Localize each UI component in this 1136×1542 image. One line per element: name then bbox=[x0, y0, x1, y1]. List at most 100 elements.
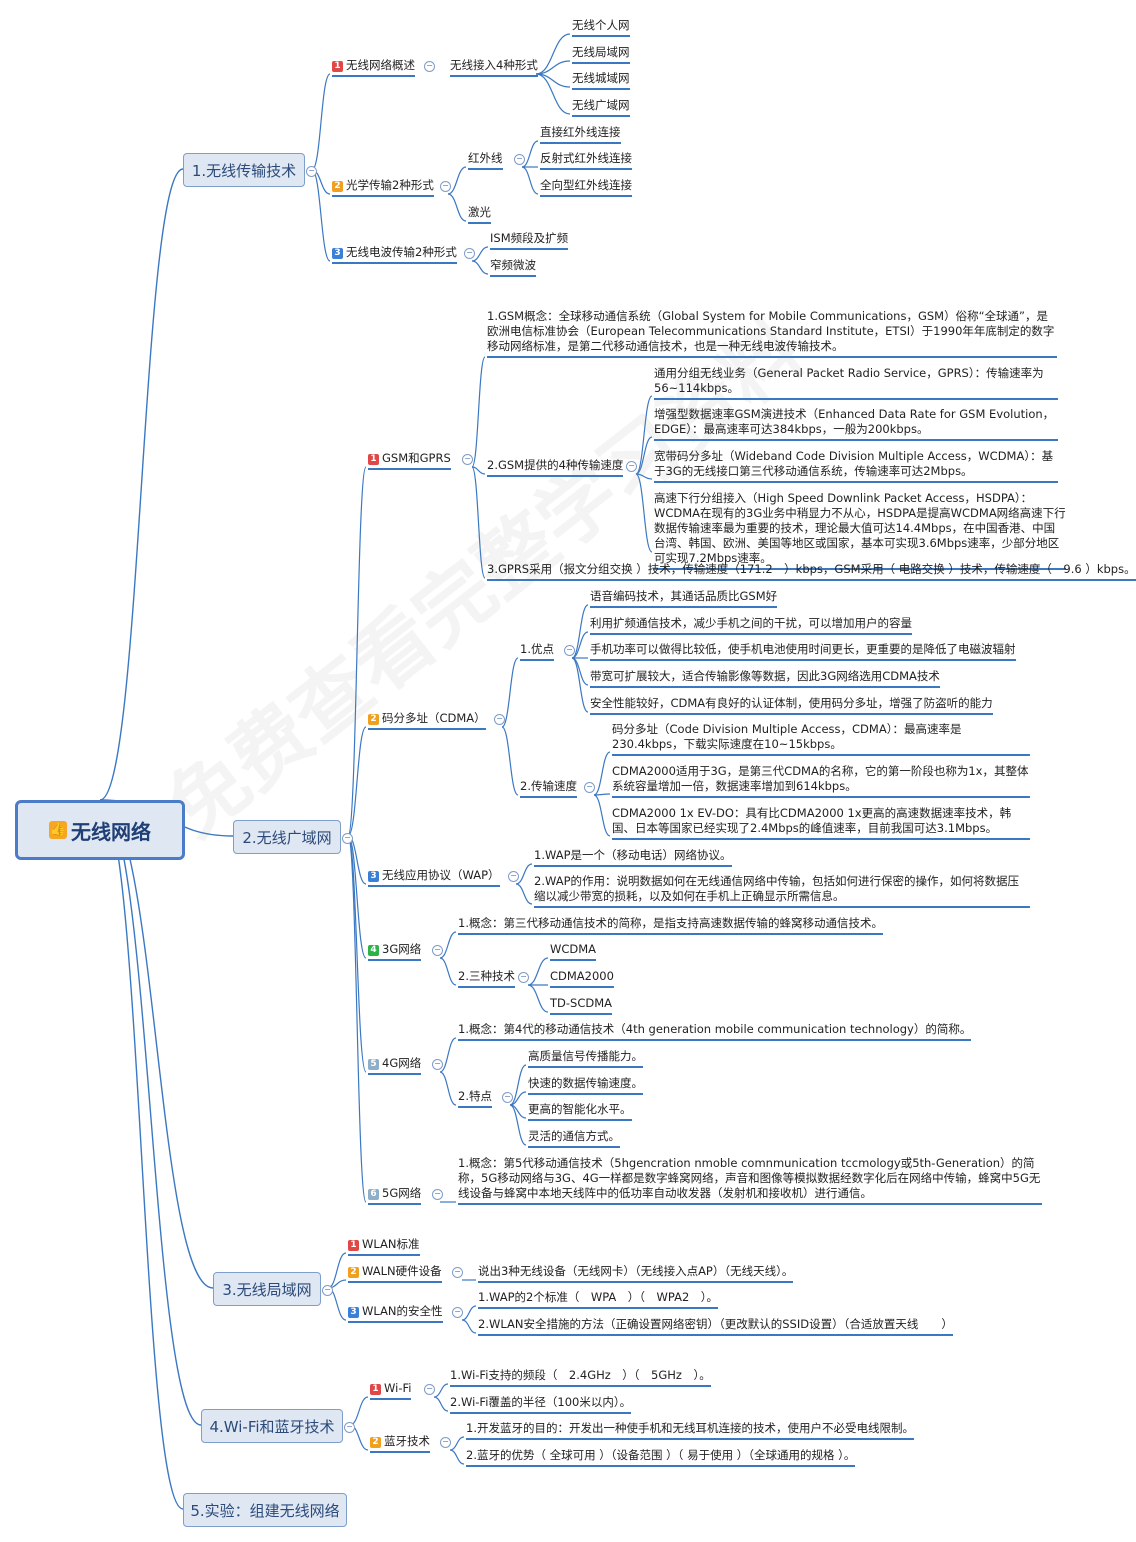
leaf-cdma-speed[interactable]: 码分多址（Code Division Multiple Access，CDMA）… bbox=[612, 722, 1030, 756]
leaf-wifi-radius[interactable]: 2.Wi-Fi覆盖的半径（100米以内）。 bbox=[450, 1395, 632, 1414]
collapse-icon[interactable]: − bbox=[564, 645, 575, 656]
leaf-wlan[interactable]: 无线局域网 bbox=[572, 45, 630, 64]
leaf-4g-concept[interactable]: 1.概念：第4代的移动通信技术（4th generation mobile co… bbox=[458, 1022, 972, 1041]
subtopic-infrared[interactable]: 红外线 bbox=[468, 151, 503, 170]
collapse-icon[interactable]: − bbox=[424, 1384, 435, 1395]
collapse-icon[interactable]: − bbox=[452, 1267, 463, 1278]
leaf-wpan[interactable]: 无线个人网 bbox=[572, 18, 630, 37]
leaf-cdma2000-3g[interactable]: CDMA2000 bbox=[550, 969, 614, 988]
connector-line bbox=[439, 1037, 457, 1073]
leaf-wman[interactable]: 无线城域网 bbox=[572, 71, 630, 90]
subtopic-cdma-speed[interactable]: 2.传输速度 bbox=[520, 779, 577, 798]
collapse-icon[interactable]: − bbox=[462, 454, 473, 465]
leaf-cdma-adv[interactable]: 利用扩频通信技术，减少手机之间的干扰，可以增加用户的容量 bbox=[590, 616, 912, 635]
collapse-icon[interactable]: − bbox=[584, 782, 595, 793]
subtopic-3g-tech[interactable]: 2.三种技术 bbox=[458, 969, 515, 988]
collapse-icon[interactable]: − bbox=[514, 154, 525, 165]
collapse-icon[interactable]: − bbox=[432, 1189, 443, 1200]
branch-wireless-transmission[interactable]: 1.无线传输技术 bbox=[183, 153, 305, 187]
collapse-icon[interactable]: − bbox=[464, 248, 475, 259]
topic-label: 无线电波传输2种形式 bbox=[346, 245, 457, 259]
branch-wifi-bluetooth[interactable]: 4.Wi-Fi和蓝牙技术 bbox=[201, 1409, 343, 1443]
subtopic-gsm-speeds[interactable]: 2.GSM提供的4种传输速度 bbox=[487, 458, 624, 477]
topic-label: 码分多址（CDMA） bbox=[382, 711, 486, 725]
leaf-cdma-adv[interactable]: 手机功率可以做得比较低，使手机电池使用时间更长，更重要的是降低了电磁波辐射 bbox=[590, 642, 1016, 661]
leaf-4g-feature[interactable]: 快速的数据传输速度。 bbox=[528, 1076, 643, 1095]
subtopic-laser[interactable]: 激光 bbox=[468, 205, 491, 224]
subtopic-cdma-advantages[interactable]: 1.优点 bbox=[520, 642, 554, 661]
collapse-icon[interactable]: − bbox=[452, 1307, 463, 1318]
leaf-omni-ir[interactable]: 全向型红外线连接 bbox=[540, 178, 632, 197]
leaf-gsm-concept[interactable]: 1.GSM概念：全球移动通信系统（Global System for Mobil… bbox=[487, 309, 1057, 358]
root-node[interactable]: 👍无线网络 bbox=[15, 800, 185, 860]
leaf-hsdpa[interactable]: 高速下行分组接入（High Speed Downlink Packet Acce… bbox=[654, 491, 1066, 570]
branch-wireless-wan[interactable]: 2.无线广域网 bbox=[233, 820, 341, 854]
leaf-gprs[interactable]: 通用分组无线业务（General Packet Radio Service，GP… bbox=[654, 366, 1058, 400]
branch-lab[interactable]: 5.实验：组建无线网络 bbox=[183, 1493, 347, 1527]
leaf-cdma2000[interactable]: CDMA2000适用于3G，是第三代CDMA的名称，它的第一阶段也称为1x，其整… bbox=[612, 764, 1030, 798]
leaf-wap-role[interactable]: 2.WAP的作用：说明数据如何在无线通信网络中传输，包括如何进行保密的操作，如何… bbox=[534, 874, 1030, 908]
collapse-icon[interactable]: − bbox=[502, 1092, 513, 1103]
leaf-narrowband[interactable]: 窄频微波 bbox=[490, 258, 536, 277]
leaf-wifi-bands[interactable]: 1.Wi-Fi支持的频段（ 2.4GHz ）（ 5GHz ）。 bbox=[450, 1368, 711, 1387]
leaf-cdma-adv[interactable]: 语音编码技术，其通话品质比GSM好 bbox=[590, 589, 778, 608]
leaf-3g-concept[interactable]: 1.概念：第三代移动通信技术的简称，是指支持高速数据传输的蜂窝移动通信技术。 bbox=[458, 916, 883, 935]
leaf-edge[interactable]: 增强型数据速率GSM演进技术（Enhanced Data Rate for GS… bbox=[654, 407, 1058, 441]
collapse-icon[interactable]: − bbox=[626, 461, 637, 472]
connector-line bbox=[349, 1396, 369, 1426]
subtopic-access-forms[interactable]: 无线接入4种形式 bbox=[450, 58, 538, 77]
leaf-cdma-adv[interactable]: 带宽可扩展较大，适合传输影像等数据，因此3G网络选用CDMA技术 bbox=[590, 669, 940, 688]
leaf-wwan[interactable]: 无线广域网 bbox=[572, 98, 630, 117]
collapse-icon[interactable]: − bbox=[432, 945, 443, 956]
leaf-direct-ir[interactable]: 直接红外线连接 bbox=[540, 125, 621, 144]
subtopic-4g-features[interactable]: 2.特点 bbox=[458, 1089, 492, 1108]
collapse-icon[interactable]: − bbox=[322, 1285, 333, 1296]
leaf-wcdma[interactable]: 宽带码分多址（Wideband Code Division Multiple A… bbox=[654, 449, 1058, 483]
connector-line bbox=[521, 166, 539, 195]
collapse-icon[interactable]: − bbox=[440, 1437, 451, 1448]
leaf-wap-standards[interactable]: 1.WAP的2个标准（ WPA ）（ WPA2 ）。 bbox=[478, 1290, 719, 1309]
collapse-icon[interactable]: − bbox=[432, 1059, 443, 1070]
leaf-4g-feature[interactable]: 灵活的通信方式。 bbox=[528, 1129, 620, 1148]
collapse-icon[interactable]: − bbox=[342, 833, 353, 844]
collapse-icon[interactable]: − bbox=[440, 181, 451, 192]
leaf-bt-purpose[interactable]: 1.开发蓝牙的目的：开发出一种使手机和无线耳机连接的技术，使用户不必受电线限制。 bbox=[466, 1421, 914, 1440]
leaf-evdo[interactable]: CDMA2000 1x EV-DO：具有比CDMA2000 1x更高的高速数据速… bbox=[612, 806, 1030, 840]
leaf-bt-advantages[interactable]: 2.蓝牙的优势（ 全球可用 ）（设备范围 ）（ 易于使用 ）（全球通用的规格 ）… bbox=[466, 1448, 856, 1467]
leaf-4g-feature[interactable]: 高质量信号传播能力。 bbox=[528, 1049, 643, 1068]
collapse-icon[interactable]: − bbox=[508, 871, 519, 882]
leaf-wap-protocol[interactable]: 1.WAP是一个（移动电话）网络协议。 bbox=[534, 848, 732, 867]
collapse-icon[interactable]: − bbox=[344, 1422, 355, 1433]
leaf-wlan-devices[interactable]: 说出3种无线设备（无线网卡）（无线接入点AP）（无线天线）。 bbox=[478, 1264, 794, 1283]
leaf-wcdma-3g[interactable]: WCDMA bbox=[550, 942, 597, 961]
collapse-icon[interactable]: − bbox=[424, 61, 435, 72]
collapse-icon[interactable]: − bbox=[306, 166, 317, 177]
thumbs-up-icon: 👍 bbox=[49, 821, 67, 839]
leaf-cdma-adv[interactable]: 安全性能较好，CDMA有良好的认证体制，使用码分多址，增强了防盗听的能力 bbox=[590, 696, 993, 715]
leaf-4g-feature[interactable]: 更高的智能化水平。 bbox=[528, 1102, 632, 1121]
leaf-gprs-fill[interactable]: 3.GPRS采用（报文分组交换 ）技术，传输速度（171.2 ）kbps，GSM… bbox=[487, 562, 1136, 581]
leaf-5g-concept[interactable]: 1.概念：第5代移动通信技术（5hgencration nmoble comnm… bbox=[458, 1156, 1042, 1205]
leaf-wlan-measures[interactable]: 2.WLAN安全措施的方法（正确设置网络密钥）（更改默认的SSID设置）（合适放… bbox=[478, 1317, 953, 1336]
leaf-tdscdma[interactable]: TD-SCDMA bbox=[550, 996, 613, 1015]
leaf-reflective-ir[interactable]: 反射式红外线连接 bbox=[540, 151, 632, 170]
branch-wireless-lan[interactable]: 3.无线局域网 bbox=[213, 1272, 321, 1306]
collapse-icon[interactable]: − bbox=[494, 714, 505, 725]
leaf-ism[interactable]: ISM频段及扩频 bbox=[490, 231, 569, 250]
connector-line bbox=[461, 1319, 477, 1334]
collapse-icon[interactable]: − bbox=[518, 972, 529, 983]
